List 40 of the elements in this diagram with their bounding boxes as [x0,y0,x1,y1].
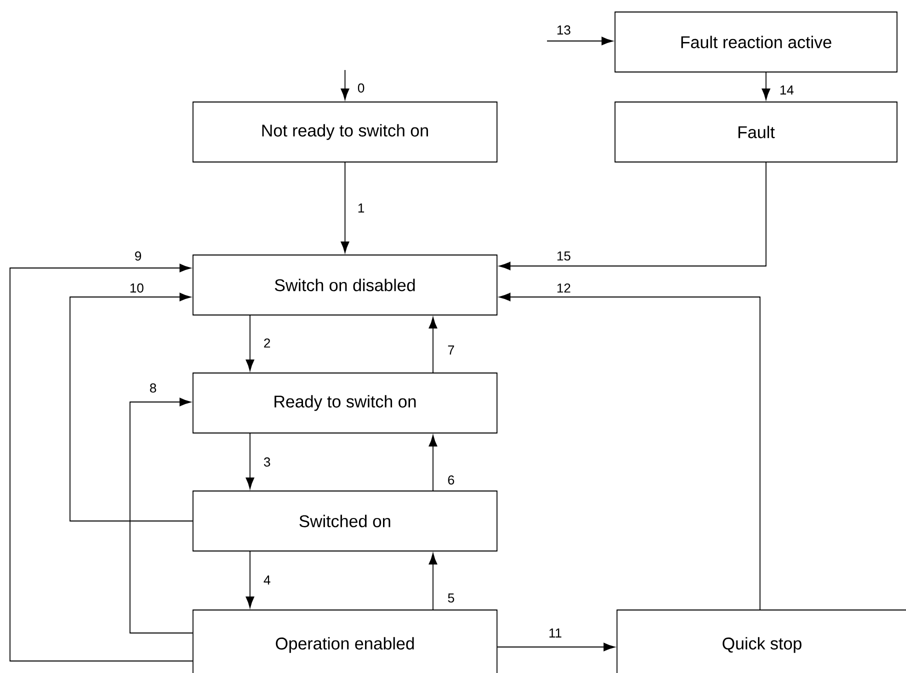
arrow [70,292,193,522]
edge-label: 2 [264,338,270,348]
arrow [340,70,350,100]
edge-label: 14 [780,86,794,94]
state-box: Fault reaction active [614,12,898,72]
arrow [130,398,193,634]
state-box: Quick stop [616,610,906,673]
arrow [499,292,760,610]
arrow [497,642,615,652]
state-box: Switch on disabled [192,254,498,316]
edge-label: 3 [264,457,270,467]
edge-label: 6 [448,475,454,485]
edge-label: 9 [135,251,142,261]
arrow [428,317,438,373]
edge-label: 12 [557,283,570,293]
edge-label: 10 [130,283,144,293]
arrow [246,315,254,371]
edge-label: 7 [448,346,454,354]
state-box: Ready to switch on [192,372,498,434]
state-box: Fault [614,102,898,162]
state-box: Operation enabled [192,610,498,673]
arrow [546,36,613,46]
state-box: Switched on [192,490,498,552]
edge-label: 15 [557,251,570,261]
arrow [10,264,193,662]
arrow [499,162,766,270]
edge-label: 11 [549,628,562,638]
edge-label: 1 [358,204,364,212]
arrow [428,435,438,491]
edge-label: 13 [557,25,570,35]
arrow [246,551,254,608]
arrow [428,553,438,610]
arrow [246,433,254,489]
edge-label: 5 [448,593,454,603]
arrow [762,72,770,100]
state-box: Not ready to switch on [192,102,498,162]
arrow [340,162,350,253]
edge-label: 8 [150,383,156,393]
edge-label: 4 [264,576,270,584]
edge-label: 0 [358,83,364,93]
